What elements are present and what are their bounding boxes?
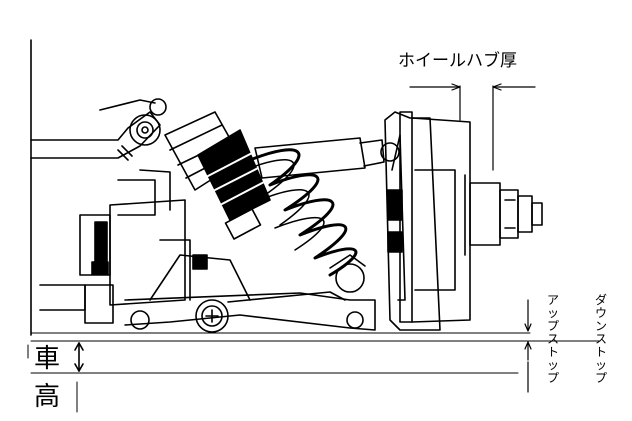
up-stop-label: アップストップ bbox=[546, 293, 559, 385]
shock-absorber bbox=[164, 111, 400, 293]
ride-height-arrow bbox=[74, 342, 84, 372]
upper-arm bbox=[30, 98, 167, 161]
stop-arrows bbox=[524, 299, 532, 393]
hub-thickness-label: ホイールハブ厚 bbox=[398, 51, 517, 71]
wheel-hub bbox=[384, 111, 543, 331]
lower-arm bbox=[124, 254, 376, 333]
bulkhead bbox=[39, 169, 208, 324]
ride-height-label-2: 高 bbox=[34, 382, 61, 412]
ride-height-label-1: 車 bbox=[34, 344, 61, 374]
hub-thickness-dimension bbox=[409, 83, 536, 171]
down-stop-label: ダウンストップ bbox=[594, 293, 607, 385]
